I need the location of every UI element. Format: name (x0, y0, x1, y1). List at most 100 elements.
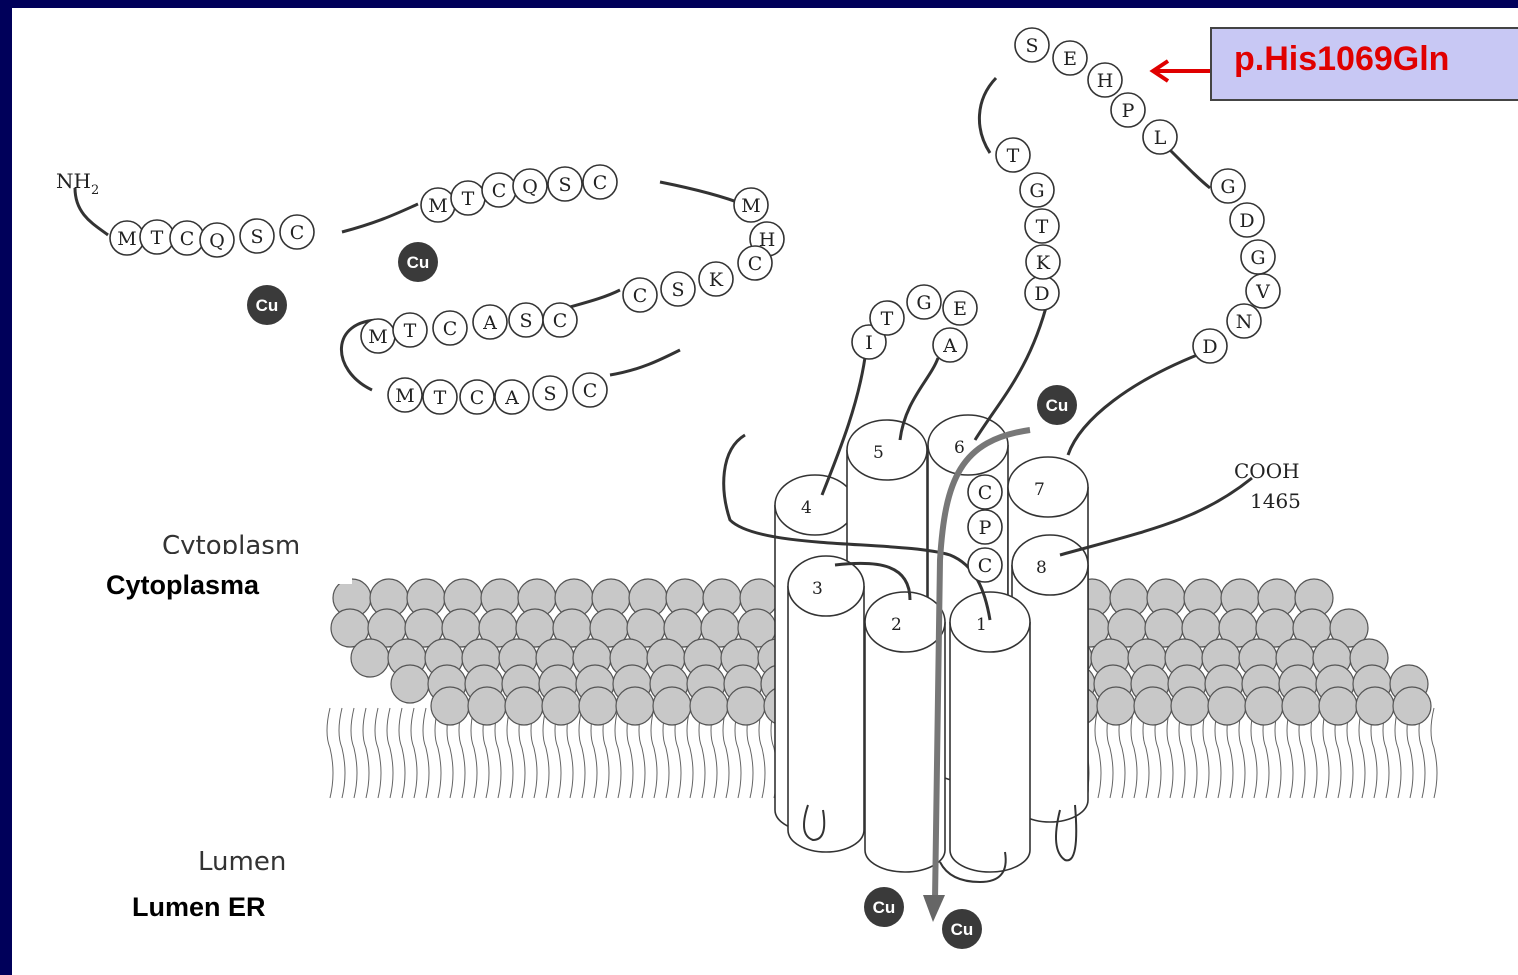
residue: M (110, 221, 144, 255)
svg-text:A: A (942, 335, 957, 357)
residue: K (699, 262, 733, 296)
lipid-head (351, 639, 389, 677)
svg-text:Cu: Cu (951, 920, 974, 939)
lipid-head (1245, 687, 1283, 725)
svg-text:C: C (583, 380, 598, 402)
mutation-arrow (1153, 61, 1210, 81)
lumen-faint-label: Lumen (198, 847, 286, 877)
helix-number: 8 (1036, 558, 1047, 578)
lumen-er-label: Lumen ER (132, 892, 266, 922)
copper-ion: Cu (398, 242, 438, 282)
svg-text:D: D (1239, 210, 1254, 232)
residue: T (1025, 209, 1059, 243)
residue: C (968, 475, 1002, 509)
cooh-label: COOH (1234, 459, 1300, 483)
atp7b-topology-diagram: 45673821 MTCQSCMTCQSCMHCKSCMTCASCMTCASCI… (12, 8, 1518, 975)
residue: C (968, 548, 1002, 582)
chain-segment (660, 182, 745, 205)
lipid-head (690, 687, 728, 725)
helix-number: 2 (891, 615, 902, 635)
svg-text:G: G (1250, 247, 1265, 269)
residue: V (1246, 274, 1280, 308)
svg-text:C: C (443, 318, 458, 340)
svg-text:G: G (1220, 176, 1235, 198)
svg-text:D: D (1034, 283, 1049, 305)
residue: A (933, 328, 967, 362)
lipid-head (616, 687, 654, 725)
residue-group-s3: MHCKSC (623, 188, 784, 312)
lipid-head (468, 687, 506, 725)
helix-number: 1 (976, 615, 987, 635)
svg-text:A: A (482, 312, 497, 334)
svg-text:M: M (395, 385, 414, 407)
residue: C (623, 278, 657, 312)
helix-number: 7 (1034, 480, 1045, 500)
svg-text:T: T (462, 188, 475, 210)
svg-text:S: S (671, 279, 684, 301)
svg-text:M: M (741, 195, 760, 217)
residue: C (738, 246, 772, 280)
svg-text:T: T (1036, 216, 1049, 238)
residue: P (968, 510, 1002, 544)
residue: G (1241, 240, 1275, 274)
svg-text:P: P (1122, 100, 1135, 122)
cytoplasma-label: Cytoplasma (106, 570, 260, 600)
helix-number: 4 (801, 498, 812, 518)
svg-text:S: S (250, 226, 263, 248)
svg-text:G: G (1029, 180, 1044, 202)
lipid-head (542, 687, 580, 725)
residue-group-s4: MTCASC (361, 303, 577, 353)
residue: G (907, 285, 941, 319)
svg-text:L: L (1154, 127, 1167, 149)
lipid-head (1393, 687, 1431, 725)
residue: C (482, 173, 516, 207)
chain-segment (1170, 150, 1210, 188)
svg-text:S: S (558, 174, 571, 196)
residue: M (421, 188, 455, 222)
nh2-label: NH2 (56, 169, 99, 198)
residue: T (140, 220, 174, 254)
residue: A (495, 380, 529, 414)
residue: A (473, 305, 507, 339)
residue: G (1020, 173, 1054, 207)
svg-text:M: M (428, 195, 447, 217)
residue: E (1053, 41, 1087, 75)
residue: Q (200, 223, 234, 257)
residue: M (361, 319, 395, 353)
residue: S (548, 167, 582, 201)
residue: D (1230, 203, 1264, 237)
lipid-head (391, 665, 429, 703)
residue: C (280, 215, 314, 249)
residue: M (734, 188, 768, 222)
copper-ion: Cu (1037, 385, 1077, 425)
residue: T (451, 181, 485, 215)
residue: C (170, 221, 204, 255)
lipid-head (1097, 687, 1135, 725)
residue: N (1227, 304, 1261, 338)
helix-3: 3 (788, 556, 864, 852)
copper-arrowhead (923, 895, 945, 922)
lipid-head (579, 687, 617, 725)
residue: S (533, 376, 567, 410)
residue: H (1088, 63, 1122, 97)
residue: T (870, 301, 904, 335)
helix-number: 5 (873, 443, 884, 463)
svg-text:Cu: Cu (256, 296, 279, 315)
cooh-number: 1465 (1250, 489, 1301, 513)
svg-text:Cu: Cu (1046, 396, 1069, 415)
svg-text:I: I (865, 332, 873, 354)
residue: C (543, 303, 577, 337)
residue: K (1026, 245, 1060, 279)
svg-text:Q: Q (209, 230, 225, 252)
residue: D (1025, 276, 1059, 310)
copper-ion: Cu (247, 285, 287, 325)
residue: C (573, 373, 607, 407)
svg-text:Q: Q (522, 176, 538, 198)
svg-text:S: S (1025, 35, 1038, 57)
residue: G (1211, 169, 1245, 203)
lipid-head (727, 687, 765, 725)
